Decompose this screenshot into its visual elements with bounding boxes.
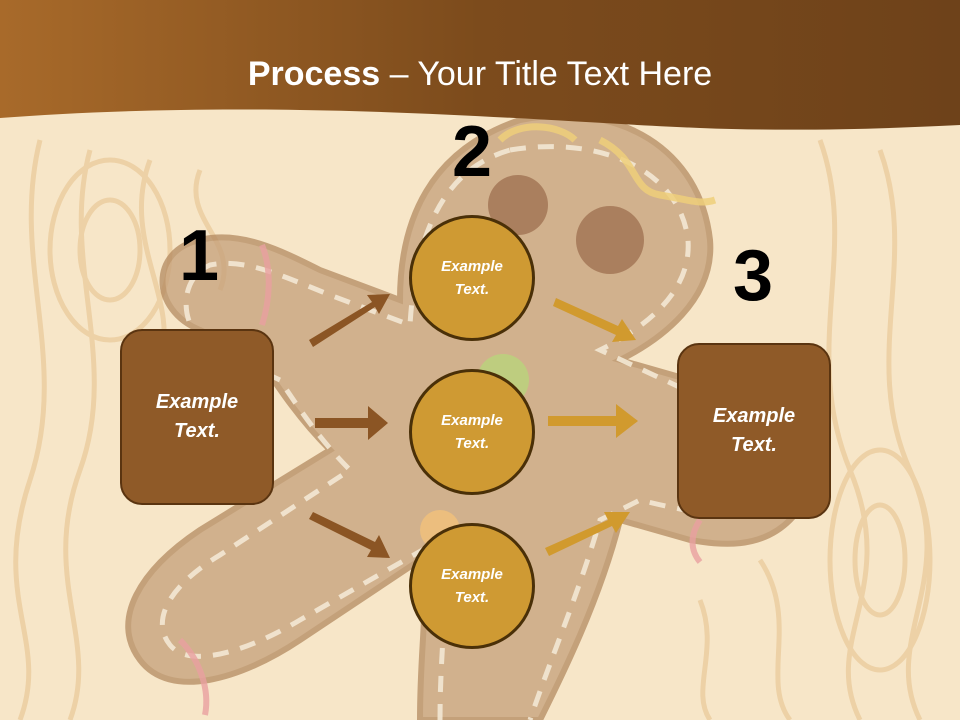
circle-middle-text: Example Text.: [441, 412, 503, 452]
arrow-left-to-middle: [315, 406, 388, 440]
arrow-bottom-to-right: [545, 512, 630, 556]
left-box: Example Text.: [120, 329, 274, 505]
step-number-2: 2: [451, 112, 493, 192]
left-box-text: Example Text.: [155, 391, 239, 442]
header-band: [0, 0, 960, 130]
arrow-left-to-top: [309, 294, 390, 347]
title-bold: Process: [247, 55, 381, 93]
circle-top-text: Example Text.: [441, 258, 503, 298]
right-box-text: Example Text.: [712, 405, 796, 456]
circle-middle: Example Text.: [409, 369, 535, 495]
circle-bottom-text: Example Text.: [441, 566, 503, 606]
arrow-top-to-right: [553, 298, 636, 342]
circle-bottom: Example Text.: [409, 523, 535, 649]
right-box: Example Text.: [677, 343, 831, 519]
wood-grain: [13, 139, 933, 720]
arrow-middle-to-right: [548, 404, 638, 438]
slide-title: Process – Your Title Text Here: [0, 52, 960, 96]
step-number-3: 3: [732, 236, 774, 316]
circle-top: Example Text.: [409, 215, 535, 341]
title-rest: – Your Title Text Here: [380, 55, 713, 93]
step-number-1: 1: [178, 216, 220, 296]
arrow-left-to-bottom: [309, 512, 390, 558]
